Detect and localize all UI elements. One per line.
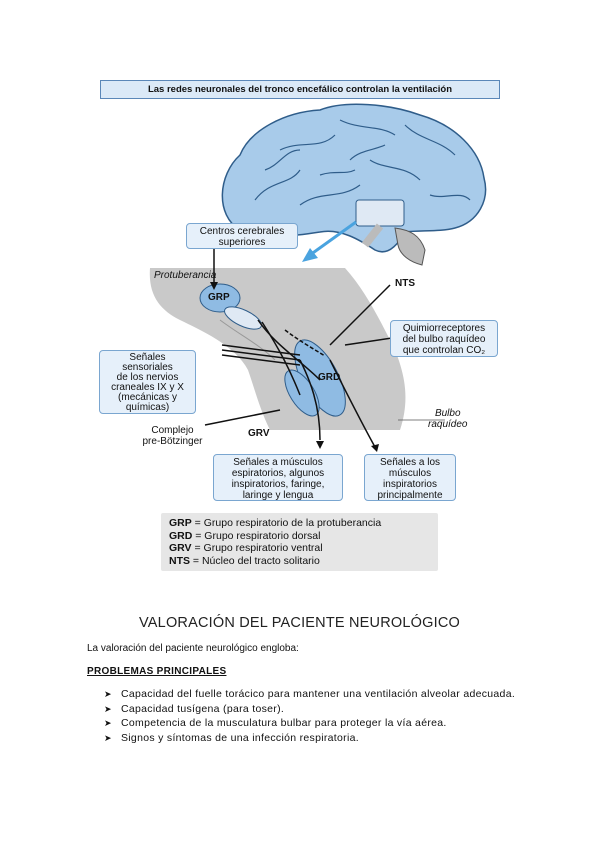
- senales-espiratorios-box: Señales a músculos espiratorios, algunos…: [213, 454, 343, 501]
- senales-sensoriales-box: Señales sensoriales de los nervios crane…: [99, 350, 196, 414]
- senales-inspiratorios-box: Señales a los músculos inspiratorios pri…: [364, 454, 456, 501]
- list-item: ➤Competencia de la musculatura bulbar pa…: [104, 717, 447, 729]
- bulbo-label: Bulbo raquídeo: [428, 408, 468, 430]
- grd-label: GRD: [318, 372, 341, 383]
- arrow-bullet-icon: ➤: [104, 703, 112, 714]
- grp-label: GRP: [208, 292, 230, 303]
- bullet-list: ➤Capacidad del fuelle torácico para mant…: [104, 687, 524, 745]
- protuberancia-label: Protuberancia: [154, 270, 217, 281]
- brain-illustration: [221, 103, 487, 266]
- nts-label: NTS: [395, 278, 415, 289]
- page-heading: VALORACIÓN DEL PACIENTE NEUROLÓGICO: [139, 615, 460, 631]
- list-item: ➤Capacidad tusígena (para toser).: [104, 702, 285, 715]
- brainstem-diagram: [149, 103, 487, 452]
- figure-title: Las redes neuronales del tronco encefáli…: [100, 80, 500, 99]
- arrow-bullet-icon: ➤: [104, 732, 112, 743]
- legend-item: GRD = Grupo respiratorio dorsal: [169, 529, 321, 542]
- complejo-label: Complejo pre-Bötzinger: [142, 425, 203, 447]
- grp-nucleus: [199, 283, 241, 313]
- legend: GRP = Grupo respiratorio de la protubera…: [161, 513, 438, 571]
- list-item: ➤Capacidad del fuelle torácico para mant…: [104, 688, 516, 700]
- section-title: PROBLEMAS PRINCIPALES: [87, 666, 227, 677]
- legend-item: NTS = Núcleo del tracto solitario: [169, 554, 320, 567]
- arrow-bullet-icon: ➤: [104, 718, 112, 728]
- grv-label: GRV: [248, 428, 270, 439]
- legend-item: GRP = Grupo respiratorio de la protubera…: [169, 517, 382, 529]
- quimio-box: Quimiorreceptores del bulbo raquídeo que…: [390, 320, 498, 357]
- centros-box: Centros cerebrales superiores: [186, 223, 298, 249]
- legend-item: GRV = Grupo respiratorio ventral: [169, 542, 323, 554]
- intro-text: La valoración del paciente neurológico e…: [87, 643, 299, 654]
- grv-nucleus: [284, 369, 320, 417]
- list-item: ➤Signos y síntomas de una infección resp…: [104, 731, 359, 744]
- zoom-arrow: [309, 220, 357, 257]
- arrow-bullet-icon: ➤: [104, 689, 112, 699]
